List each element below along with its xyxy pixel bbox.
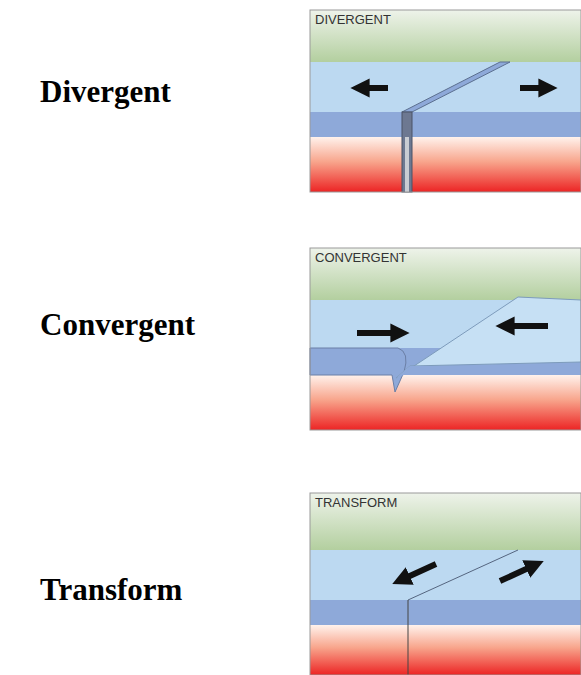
boundary-panel: DIVERGENT	[310, 10, 581, 62]
panel-title: DIVERGENT	[310, 10, 396, 29]
convergent-illustration	[310, 248, 581, 430]
boundary-type-label: Transform	[40, 572, 182, 608]
panel-title: CONVERGENT	[310, 248, 412, 267]
boundary-type-label: Divergent	[40, 74, 171, 110]
panel-title: TRANSFORM	[310, 493, 402, 512]
boundary-panel: CONVERGENT	[310, 248, 581, 300]
boundary-type-label: Convergent	[40, 307, 195, 343]
transform-illustration	[310, 493, 581, 675]
boundary-panel: TRANSFORM	[310, 493, 581, 550]
divergent-illustration	[310, 10, 581, 192]
